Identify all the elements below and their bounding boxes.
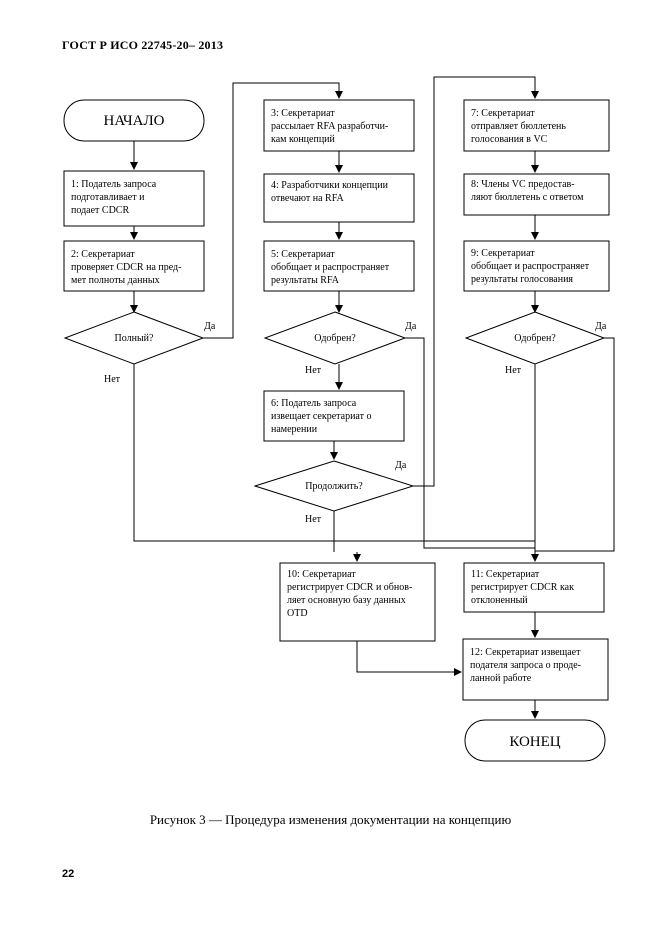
step-8-box: 8: Члены VC предостав-ляют бюллетень с о… bbox=[463, 173, 610, 216]
label-yes-d4: Да bbox=[595, 321, 607, 332]
label-no-d1: Нет bbox=[104, 374, 121, 385]
box-text-line: мет полноты данных bbox=[71, 275, 160, 286]
box-text-line: ляют бюллетень с ответом bbox=[471, 192, 584, 203]
terminal-start-text: НАЧАЛО bbox=[104, 113, 165, 129]
connector-d2-yes bbox=[405, 337, 535, 549]
box-text-line: регистрирует CDCR как bbox=[471, 582, 574, 593]
box-text-line: отклоненный bbox=[471, 595, 528, 606]
step-3-text: 3: Секретариат рассылает RFA разработчи-к… bbox=[271, 108, 388, 145]
step-10-box: 10: Секретариат регистрирует CDCR и обнов… bbox=[279, 562, 436, 642]
label-no-d2: Нет bbox=[305, 365, 322, 376]
step-12-box: 12: Секретариат извещает подателя запроса… bbox=[462, 638, 609, 701]
step-7-box: 7: Секретариат отправляет бюллетень голосо… bbox=[463, 99, 610, 152]
label-yes-d2: Да bbox=[405, 321, 417, 332]
decision-approved-vote: Одобрен? bbox=[464, 311, 606, 365]
connector-d4-yes bbox=[535, 337, 615, 552]
box-text-line: 3: Секретариат bbox=[271, 108, 335, 119]
step-5-text: 5: Секретариат обобщает и распространяет р… bbox=[271, 249, 390, 286]
box-text-line: 8: Члены VC предостав- bbox=[471, 179, 575, 190]
decision-complete: Полный? bbox=[63, 311, 205, 365]
box-text-line: рассылает RFA разработчи- bbox=[271, 121, 388, 132]
terminal-end-text: КОНЕЦ bbox=[509, 734, 560, 750]
step-4-text: 4: Разработчики концепции отвечают на RFA bbox=[271, 180, 389, 204]
step-11-box: 11: Секретариат регистрирует CDCR как откл… bbox=[463, 562, 605, 613]
label-yes-d3: Да bbox=[395, 460, 407, 471]
box-text-line: 1: Податель запроса bbox=[71, 179, 157, 190]
box-text-line: обобщает и распространяет bbox=[271, 262, 390, 273]
box-text-line: OTD bbox=[287, 608, 308, 619]
step-6-text: 6: Податель запроса извещает секретариат … bbox=[271, 398, 371, 435]
label-no-d3: Нет bbox=[305, 514, 322, 525]
decision-approved-vote-text: Одобрен? bbox=[514, 333, 556, 344]
box-text-line: результаты голосования bbox=[471, 274, 573, 285]
label-no-d4: Нет bbox=[505, 365, 522, 376]
box-text-line: кам концепций bbox=[271, 134, 336, 145]
step-2-box: 2: Секретариат проверяет CDCR на пред-мет… bbox=[63, 240, 205, 292]
decision-complete-text: Полный? bbox=[115, 333, 155, 344]
step-6-box: 6: Податель запроса извещает секретариат … bbox=[263, 390, 405, 442]
figure-caption: Рисунок 3 — Процедура изменения документ… bbox=[149, 812, 512, 827]
box-text-line: 2: Секретариат bbox=[71, 249, 135, 260]
step-8-text: 8: Члены VC предостав-ляют бюллетень с о… bbox=[471, 179, 584, 203]
decision-continue-text: Продолжить? bbox=[305, 481, 363, 492]
box-text-line: ланной работе bbox=[470, 673, 532, 684]
box-text-line: регистрирует CDCR и обнов- bbox=[287, 582, 412, 593]
step-12-text: 12: Секретариат извещает подателя запроса… bbox=[470, 647, 581, 684]
box-text-line: 12: Секретариат извещает bbox=[470, 647, 581, 658]
box-text-line: ляет основную базу данных bbox=[287, 595, 406, 606]
box-text-line: голосования в VC bbox=[471, 134, 548, 145]
box-text-line: подготавливает и bbox=[71, 192, 145, 203]
label-yes-d1: Да bbox=[204, 321, 216, 332]
document-header: ГОСТ Р ИСО 22745-20– 2013 bbox=[62, 38, 224, 52]
decision-continue: Продолжить? bbox=[253, 460, 415, 512]
decision-approved-rfa: Одобрен? bbox=[263, 311, 407, 365]
box-text-line: результаты RFA bbox=[271, 275, 340, 286]
box-text-line: 7: Секретариат bbox=[471, 108, 535, 119]
step-10-text: 10: Секретариат регистрирует CDCR и обнов… bbox=[287, 569, 412, 619]
box-text-line: обобщает и распространяет bbox=[471, 261, 590, 272]
connector-d3-yes-to-7 bbox=[413, 76, 539, 487]
step-1-box: 1: Податель запроса подготавливает и подае… bbox=[63, 170, 205, 227]
connector-d1-no bbox=[133, 364, 535, 542]
step-2-text: 2: Секретариат проверяет CDCR на пред-мет… bbox=[71, 249, 181, 286]
step-9-text: 9: Секретариат обобщает и распространяет р… bbox=[471, 248, 590, 285]
flowchart-connectors bbox=[130, 76, 615, 719]
step-11-text: 11: Секретариат регистрирует CDCR как откл… bbox=[471, 569, 574, 606]
step-1-text: 1: Податель запроса подготавливает и подае… bbox=[71, 179, 157, 216]
box-text-line: 4: Разработчики концепции bbox=[271, 180, 389, 191]
box-text-line: 9: Секретариат bbox=[471, 248, 535, 259]
step-9-box: 9: Секретариат обобщает и распространяет р… bbox=[463, 240, 610, 292]
box-text-line: 11: Секретариат bbox=[471, 569, 540, 580]
box-text-line: проверяет CDCR на пред- bbox=[71, 262, 181, 273]
decision-approved-rfa-text: Одобрен? bbox=[314, 333, 356, 344]
step-3-box: 3: Секретариат рассылает RFA разработчи-к… bbox=[263, 99, 415, 152]
box-text-line: подателя запроса о проде- bbox=[470, 660, 581, 671]
box-text-line: отвечают на RFA bbox=[271, 193, 345, 204]
connector-10-to-12 bbox=[356, 641, 462, 676]
box-text-line: 5: Секретариат bbox=[271, 249, 335, 260]
box-text-line: намерении bbox=[271, 424, 318, 435]
box-text-line: извещает секретариат о bbox=[271, 411, 371, 422]
box-text-line: отправляет бюллетень bbox=[471, 121, 566, 132]
box-text-line: 10: Секретариат bbox=[287, 569, 356, 580]
step-5-box: 5: Секретариат обобщает и распространяет р… bbox=[263, 240, 415, 292]
page-number: 22 bbox=[62, 868, 75, 880]
step-7-text: 7: Секретариат отправляет бюллетень голосо… bbox=[471, 108, 566, 145]
box-text-line: 6: Податель запроса bbox=[271, 398, 357, 409]
terminal-end: КОНЕЦ bbox=[464, 719, 606, 762]
box-text-line: подает CDCR bbox=[71, 205, 129, 216]
connector-d1-yes-to-3 bbox=[203, 82, 343, 339]
terminal-start: НАЧАЛО bbox=[63, 99, 205, 142]
step-4-box: 4: Разработчики концепции отвечают на RFA bbox=[263, 173, 415, 223]
